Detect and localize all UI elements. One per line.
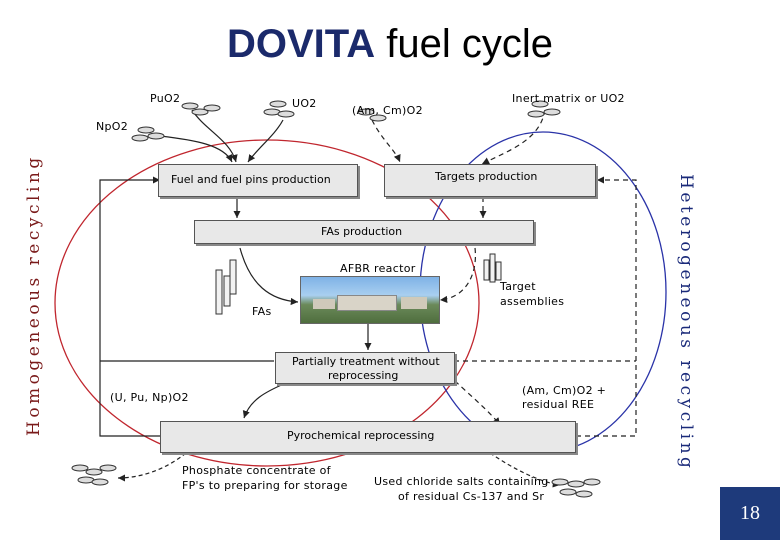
chloride-label-1: Used chloride salts containing (374, 475, 549, 488)
uo2-stack (263, 100, 295, 118)
puo2-stack (181, 102, 221, 116)
reactor-photo (300, 276, 440, 324)
chloride-label-2: of residual Cs-137 and Sr (398, 490, 545, 503)
pyrochemical-box: Pyrochemical reprocessing (160, 421, 576, 453)
targets-production-box: Targets production (384, 164, 596, 197)
fa-rods-icon (215, 259, 237, 315)
heterogeneous-return-line (576, 176, 637, 437)
reactor-label: AFBR reactor (340, 262, 416, 275)
heterogeneous-recycling-label: Heterogeneous recycling (676, 174, 696, 472)
title-rest: fuel cycle (375, 22, 553, 66)
phosphate-label-1: Phosphate concentrate of (182, 464, 331, 477)
amcm-ree-label-1: (Am, Cm)O2 + (522, 384, 607, 397)
inert-matrix-label: Inert matrix or UO2 (512, 92, 625, 105)
targets-label: Targets production (435, 170, 538, 183)
fuel-pins-label: Fuel and fuel pins production (171, 173, 331, 186)
fas-production-box: FAs production (194, 220, 534, 244)
title-bold: DOVITA (226, 22, 376, 66)
npo2-label: NpO2 (96, 120, 129, 133)
puo2-label: PuO2 (150, 92, 181, 105)
target-assemblies-label-2: assemblies (500, 295, 565, 308)
inert-stack (527, 100, 561, 118)
amcm-stack (357, 108, 387, 122)
upnp-label: (U, Pu, Np)O2 (110, 391, 189, 404)
homogeneous-recycling-label: Homogeneous recycling (24, 154, 44, 436)
chloride-stack (551, 478, 601, 498)
partial-line1: Partially treatment without (292, 355, 440, 368)
amcm-ree-label-2: residual REE (522, 398, 595, 411)
fas-production-label: FAs production (321, 225, 403, 238)
partial-line2: reprocessing (328, 369, 399, 382)
slide-title: DOVITA fuel cycle (0, 22, 780, 67)
homogeneous-return-line (99, 176, 160, 437)
target-rods-icon (483, 253, 502, 283)
npo2-stack (131, 126, 165, 142)
fuel-pins-production-box: Fuel and fuel pins production (158, 164, 358, 197)
uo2-label: UO2 (292, 97, 317, 110)
pyro-label: Pyrochemical reprocessing (287, 429, 435, 442)
page-number-badge: 18 (720, 487, 780, 540)
fas-label: FAs (252, 305, 272, 318)
phosphate-stack (71, 464, 117, 486)
amcm-label: (Am, Cm)O2 (352, 104, 423, 117)
target-assemblies-label-1: Target (500, 280, 536, 293)
phosphate-label-2: FP's to preparing for storage (182, 479, 348, 492)
